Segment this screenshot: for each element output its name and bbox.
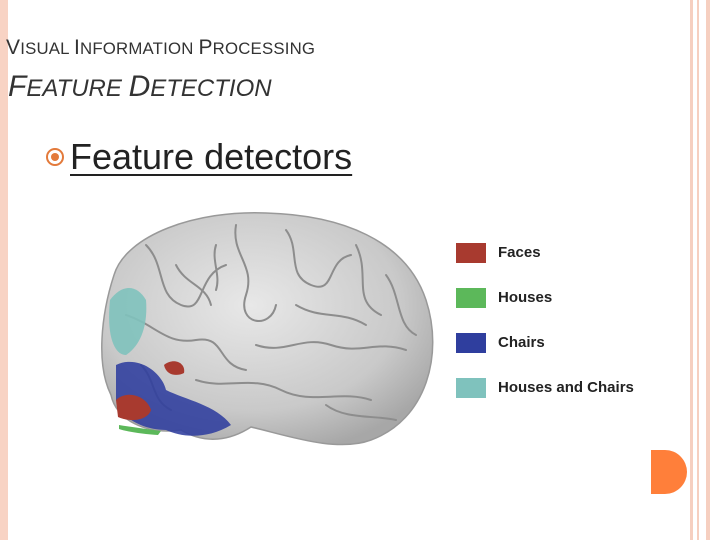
region-faces bbox=[116, 394, 151, 421]
legend-label: Houses and Chairs bbox=[498, 379, 634, 396]
region-chairs-lower bbox=[116, 361, 231, 436]
title1-part: I bbox=[73, 36, 81, 59]
title2-part: F bbox=[8, 70, 27, 103]
bullet-text: Feature detectors bbox=[70, 136, 353, 177]
legend-swatch bbox=[456, 332, 486, 353]
bullet-item: Feature detectors bbox=[46, 136, 352, 178]
title2-part: EATURE bbox=[26, 75, 129, 102]
region-houses bbox=[119, 425, 161, 435]
legend-swatch bbox=[456, 377, 486, 398]
legend-item-faces: Faces bbox=[456, 230, 634, 275]
brain-illustration bbox=[101, 212, 434, 446]
brain-shape bbox=[101, 212, 434, 446]
title2-part: ETECTION bbox=[150, 75, 272, 102]
legend-label: Faces bbox=[498, 244, 541, 261]
legend-label: Chairs bbox=[498, 334, 545, 351]
legend-label: Houses bbox=[498, 289, 553, 306]
title2-part: D bbox=[128, 70, 151, 103]
slide-title-line1: VISUAL INFORMATION PROCESSING bbox=[6, 36, 315, 60]
region-houses-and-chairs bbox=[109, 287, 147, 355]
title1-part: P bbox=[198, 36, 213, 59]
right-stripe-3 bbox=[706, 0, 710, 540]
title1-part: NFORMATION bbox=[80, 39, 199, 58]
legend-item-houses-and-chairs: Houses and Chairs bbox=[456, 365, 634, 410]
legend-swatch bbox=[456, 242, 486, 263]
title1-part: ISUAL bbox=[20, 39, 74, 58]
right-stripe-2 bbox=[697, 0, 699, 540]
orange-decor-circle bbox=[651, 450, 687, 494]
left-decor-bar bbox=[0, 0, 8, 540]
region-faces-upper bbox=[164, 361, 185, 375]
legend-item-houses: Houses bbox=[456, 275, 634, 320]
legend-item-chairs: Chairs bbox=[456, 320, 634, 365]
legend: Faces Houses Chairs Houses and Chairs bbox=[456, 230, 634, 410]
right-stripe-1 bbox=[690, 0, 693, 540]
title1-part: ROCESSING bbox=[212, 39, 316, 58]
bullet-circle-icon bbox=[46, 148, 64, 166]
title1-part: V bbox=[6, 36, 21, 59]
slide-title-line2: FEATURE DETECTION bbox=[8, 70, 272, 104]
legend-swatch bbox=[456, 287, 486, 308]
